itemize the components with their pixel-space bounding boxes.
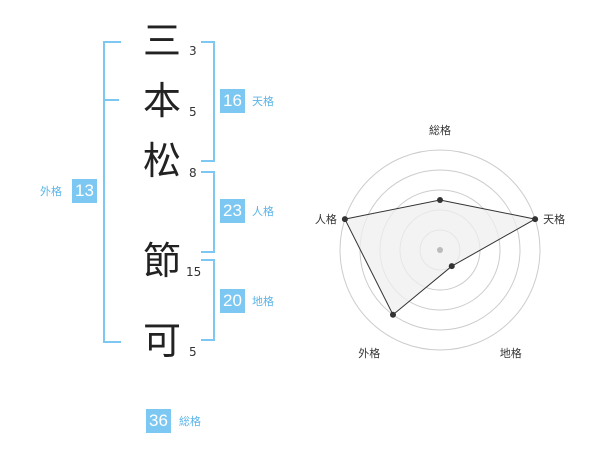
- gaikaku-bracket-tick: [103, 99, 119, 101]
- gaikaku-value: 13: [72, 179, 97, 203]
- radar-point-3: [448, 263, 455, 270]
- chikaku-bracket: [201, 259, 215, 341]
- soukaku-value: 36: [146, 409, 171, 433]
- radar-point-2: [532, 216, 539, 223]
- chikaku-label: 地格: [252, 295, 274, 308]
- radar-axis-label-1: 総格: [429, 123, 451, 137]
- name-char-1: 三: [142, 19, 181, 63]
- stroke-count-2: 5: [189, 105, 197, 119]
- radar-point-4: [389, 311, 396, 318]
- name-char-3: 松: [142, 139, 181, 183]
- jinkaku-label: 人格: [252, 205, 274, 218]
- jinkaku-bracket: [201, 171, 215, 253]
- soukaku-label: 総格: [179, 415, 201, 428]
- gaikaku-label: 外格: [40, 185, 62, 198]
- tenkaku-value: 16: [220, 89, 245, 113]
- radar-axis-label-5: 人格: [315, 212, 337, 226]
- stroke-count-1: 3: [189, 44, 197, 58]
- stroke-count-3: 8: [189, 166, 197, 180]
- radar-point-5: [341, 216, 348, 223]
- tenkaku-bracket: [201, 41, 215, 162]
- name-char-4: 節: [142, 239, 181, 283]
- name-char-2: 本: [142, 79, 181, 123]
- tenkaku-label: 天格: [252, 95, 274, 108]
- radar-axis-label-4: 外格: [358, 346, 380, 360]
- name-char-5: 可: [142, 319, 181, 363]
- stroke-count-4: 15: [186, 265, 202, 279]
- radar-point-1: [437, 197, 443, 203]
- chikaku-value: 20: [220, 289, 245, 313]
- stroke-count-5: 5: [189, 345, 197, 359]
- radar-axis-label-2: 天格: [543, 212, 565, 226]
- radar-data-area: [344, 199, 537, 316]
- gaikaku-bracket: [103, 41, 121, 343]
- radar-axis-label-3: 地格: [500, 346, 522, 360]
- jinkaku-value: 23: [220, 199, 245, 223]
- radar-grid-ring: [339, 149, 541, 351]
- radar-center-point: [437, 247, 443, 253]
